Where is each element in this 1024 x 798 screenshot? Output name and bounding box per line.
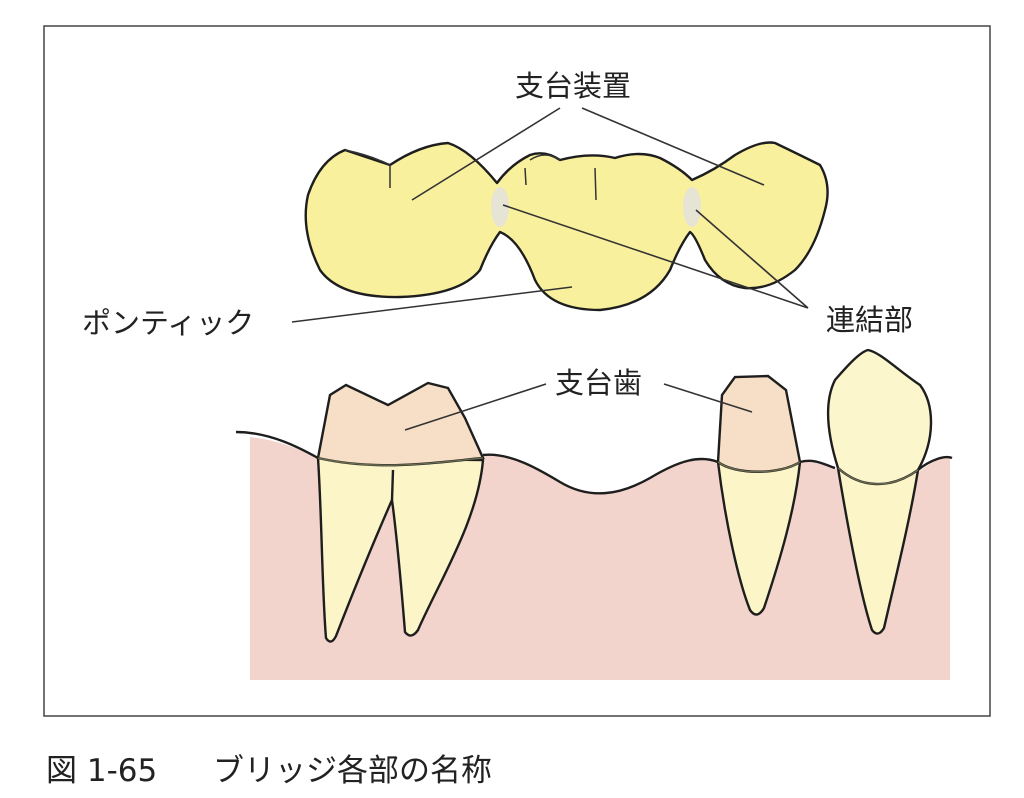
figure-number: 図 1-65 (46, 753, 157, 789)
gum-line (235, 430, 953, 495)
premolar-abutment-tooth (716, 374, 802, 616)
canine-tooth (827, 348, 933, 635)
leader-abutment (404, 383, 753, 431)
leader-retainer (411, 107, 765, 201)
figure-title: ブリッジ各部の名称 (213, 753, 492, 789)
label-abutment-tooth: 支台歯 (555, 366, 642, 400)
connector-right (683, 187, 701, 227)
leader-pontic (291, 286, 573, 323)
label-pontic: ポンティック (82, 306, 254, 340)
connector-left (491, 187, 509, 227)
label-retainer: 支台装置 (515, 69, 631, 103)
label-connector: 連結部 (826, 303, 913, 337)
molar-abutment-tooth (316, 381, 485, 643)
leader-connector (502, 204, 809, 309)
